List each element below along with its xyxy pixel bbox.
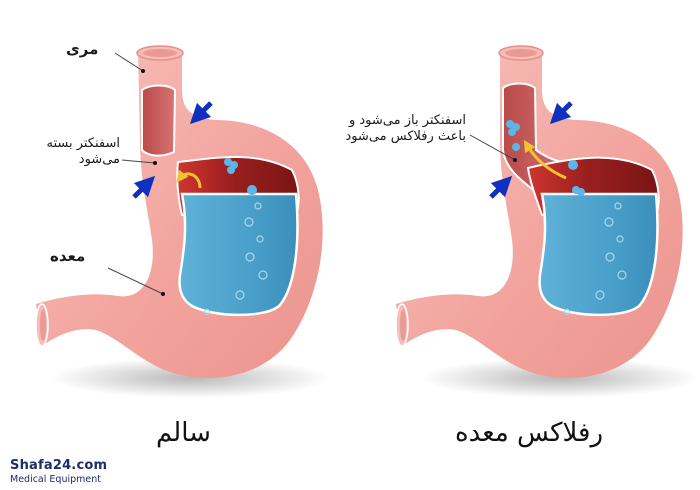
esophagus-label: مری xyxy=(66,40,99,58)
sphincter-open-line-1: اسفنکتر باز می‌شود و xyxy=(348,113,466,128)
squeeze-arrow-icon xyxy=(189,101,213,125)
sphincter-closed-label: اسفنکتر بسته می‌شود xyxy=(14,136,120,169)
brand-name: Shafa24.com xyxy=(10,458,108,473)
sphincter-closed-line-1: اسفنکتر بسته xyxy=(46,136,120,151)
caption-reflux: رفلاکس معده xyxy=(455,418,604,448)
brand-logo: Shafa24.com Medical Equipment xyxy=(10,458,107,485)
sphincter-closed-line-2: می‌شود xyxy=(78,152,120,168)
caption-healthy: سالم xyxy=(156,418,211,448)
sphincter-open-line-2: باعث رفلاکس می‌شود xyxy=(345,129,466,145)
sphincter-open-label: اسفنکتر باز می‌شود و باعث رفلاکس می‌شود xyxy=(300,113,466,146)
stomach-label: معده xyxy=(50,247,86,265)
squeeze-arrow-icon xyxy=(489,175,513,199)
brand-tagline: Medical Equipment xyxy=(10,474,101,485)
healthy-stomach xyxy=(35,45,330,398)
squeeze-arrow-icon xyxy=(132,175,156,199)
reflux-stomach xyxy=(395,45,700,398)
squeeze-arrow-icon xyxy=(549,101,573,125)
